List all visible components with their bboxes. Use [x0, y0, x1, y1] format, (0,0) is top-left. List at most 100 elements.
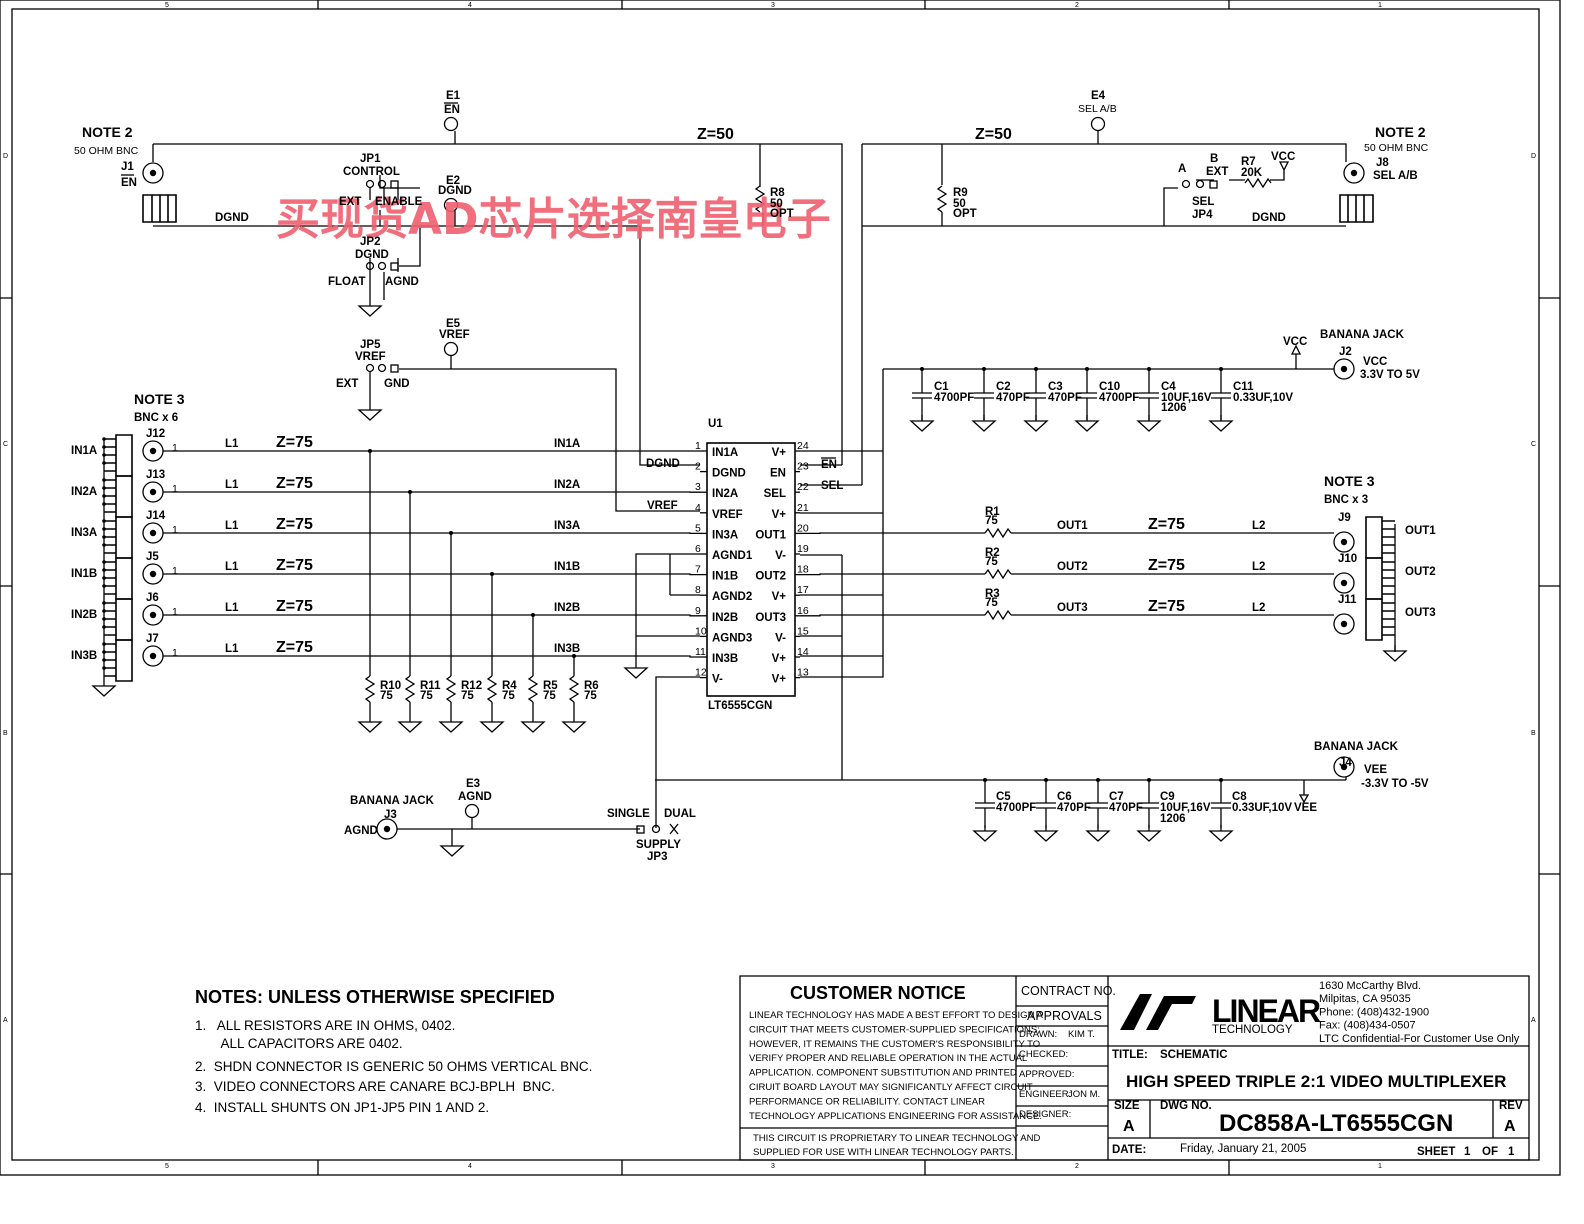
label-j2: J2	[1339, 346, 1352, 358]
ground-icon	[480, 715, 504, 733]
label-e3: E3	[466, 778, 480, 790]
input-impedance: Z=75	[276, 598, 313, 615]
u1-pin-number: 22	[797, 481, 809, 493]
label-bnc50-left: 50 OHM BNC	[74, 145, 139, 157]
label-jp2-dgnd: DGND	[355, 249, 389, 261]
label-dgnd-right: DGND	[1252, 212, 1286, 224]
label-jp4: JP4	[1192, 209, 1213, 221]
label-jp1: JP1	[360, 153, 381, 165]
label-j4: J4	[1339, 757, 1352, 769]
cap-extra: 1206	[1161, 402, 1187, 414]
output-net: OUT1	[1057, 520, 1088, 532]
output-inductor: L2	[1252, 520, 1265, 532]
label-enable: ENABLE	[375, 196, 423, 208]
output-res-ref: R1	[985, 506, 1000, 518]
u1-pin-name: IN3A	[712, 529, 738, 541]
input-jack: J5	[146, 551, 159, 563]
u1-pin-number: 3	[695, 481, 701, 493]
bnc-pins	[104, 516, 133, 559]
bnc-pins	[104, 598, 133, 641]
drawn-label: DRAWN:	[1019, 1029, 1057, 1040]
title-block: CUSTOMER NOTICE LINEAR TECHNOLOGY HAS MA…	[739, 975, 1530, 1161]
u1-pin-name: AGND3	[712, 632, 752, 644]
label-e5-vref: VREF	[439, 329, 470, 341]
label-j8: J8	[1376, 157, 1389, 169]
ground-icon	[910, 414, 934, 432]
input-name: IN2B	[71, 609, 97, 621]
ground-icon	[439, 715, 463, 733]
watermark: 买现货AD芯片选择南皇电子	[276, 194, 831, 245]
term-value: 75	[584, 690, 597, 702]
bnc-pins	[104, 475, 133, 518]
input-net: IN1B	[554, 561, 580, 573]
capacitor-icon	[1087, 802, 1109, 809]
u1-pin-name: V-	[775, 550, 786, 562]
output-res-ref: R3	[985, 588, 1000, 600]
address-line: Phone: (408)432-1900	[1319, 1006, 1429, 1018]
label-bnc3: BNC x 3	[1324, 494, 1368, 506]
input-trace	[163, 573, 700, 576]
cap-ref: C1	[934, 381, 949, 393]
input-net: IN3A	[554, 520, 580, 532]
u1-pin-name: SEL	[764, 488, 786, 500]
label-banana-j2: BANANA JACK	[1320, 329, 1405, 341]
label-agnd: AGND	[385, 276, 419, 288]
engineer-name: JON M.	[1068, 1089, 1100, 1100]
term-value: 75	[420, 690, 433, 702]
vref-section	[358, 341, 700, 512]
input-impedance: Z=75	[276, 475, 313, 492]
label-bnc6: BNC x 6	[134, 412, 178, 424]
term-value: 75	[543, 690, 556, 702]
ground-icon	[1075, 414, 1099, 432]
label-note2-left: NOTE 2	[82, 124, 133, 140]
approvals: APPROVALS	[1027, 1009, 1102, 1023]
u1-pin-number: 5	[695, 522, 701, 534]
logo-linear: LINEAR	[1212, 993, 1321, 1029]
note-item: 2. SHDN CONNECTOR IS GENERIC 50 OHMS VER…	[195, 1059, 592, 1074]
label-single: SINGLE	[607, 808, 650, 820]
label-r8-opt: OPT	[770, 208, 794, 220]
notice-line: LINEAR TECHNOLOGY HAS MADE A BEST EFFORT…	[749, 1010, 1044, 1021]
address-line: Fax: (408)434-0507	[1319, 1020, 1416, 1032]
u1-pin-name: IN2B	[712, 612, 738, 624]
input-net: IN3B	[554, 643, 580, 655]
label-net-en: EN	[821, 459, 837, 471]
label-dgnd-left: DGND	[215, 212, 249, 224]
cap-ref: C6	[1057, 791, 1072, 803]
label-r7-val: 20K	[1241, 167, 1263, 179]
frame-row-marker: B	[1531, 730, 1536, 737]
label-dual: DUAL	[664, 808, 696, 820]
ground-icon	[562, 715, 586, 733]
cap-ref: C9	[1160, 791, 1175, 803]
u1-pin-name: AGND1	[712, 550, 753, 562]
label-sel-ab: SEL A/B	[1078, 103, 1117, 115]
input-impedance: Z=75	[276, 516, 313, 533]
u1-pin-number: 23	[797, 461, 809, 473]
ground-icon	[398, 715, 422, 733]
size-value: A	[1123, 1118, 1135, 1135]
ground-icon	[1209, 414, 1233, 432]
dwg-number: DC858A-LT6555CGN	[1219, 1110, 1453, 1137]
label-j4-vee: VEE	[1364, 764, 1387, 776]
cap-value: 4700PF	[996, 802, 1036, 814]
label-control: CONTROL	[343, 166, 400, 178]
label-j2-range: 3.3V TO 5V	[1360, 369, 1420, 381]
resistor-icon	[528, 675, 538, 703]
label-note3-left: NOTE 3	[134, 391, 185, 407]
output-jack: J11	[1338, 594, 1357, 606]
u1-pin-name: IN1A	[712, 447, 738, 459]
frame-col-marker: 3	[771, 1163, 775, 1170]
output-trace	[800, 573, 1334, 576]
notice-line: TECHNOLOGY APPLICATIONS ENGINEERING FOR …	[749, 1111, 1042, 1122]
label-net-vref: VREF	[647, 500, 678, 512]
label-e5: E5	[446, 318, 461, 330]
input-net: IN2A	[554, 479, 580, 491]
frame-col-marker: 2	[1075, 2, 1079, 9]
resistor-icon	[569, 675, 579, 703]
cap-ref: C10	[1099, 381, 1120, 393]
frame-row-marker: C	[1531, 441, 1536, 448]
output-res-val: 75	[985, 515, 998, 527]
